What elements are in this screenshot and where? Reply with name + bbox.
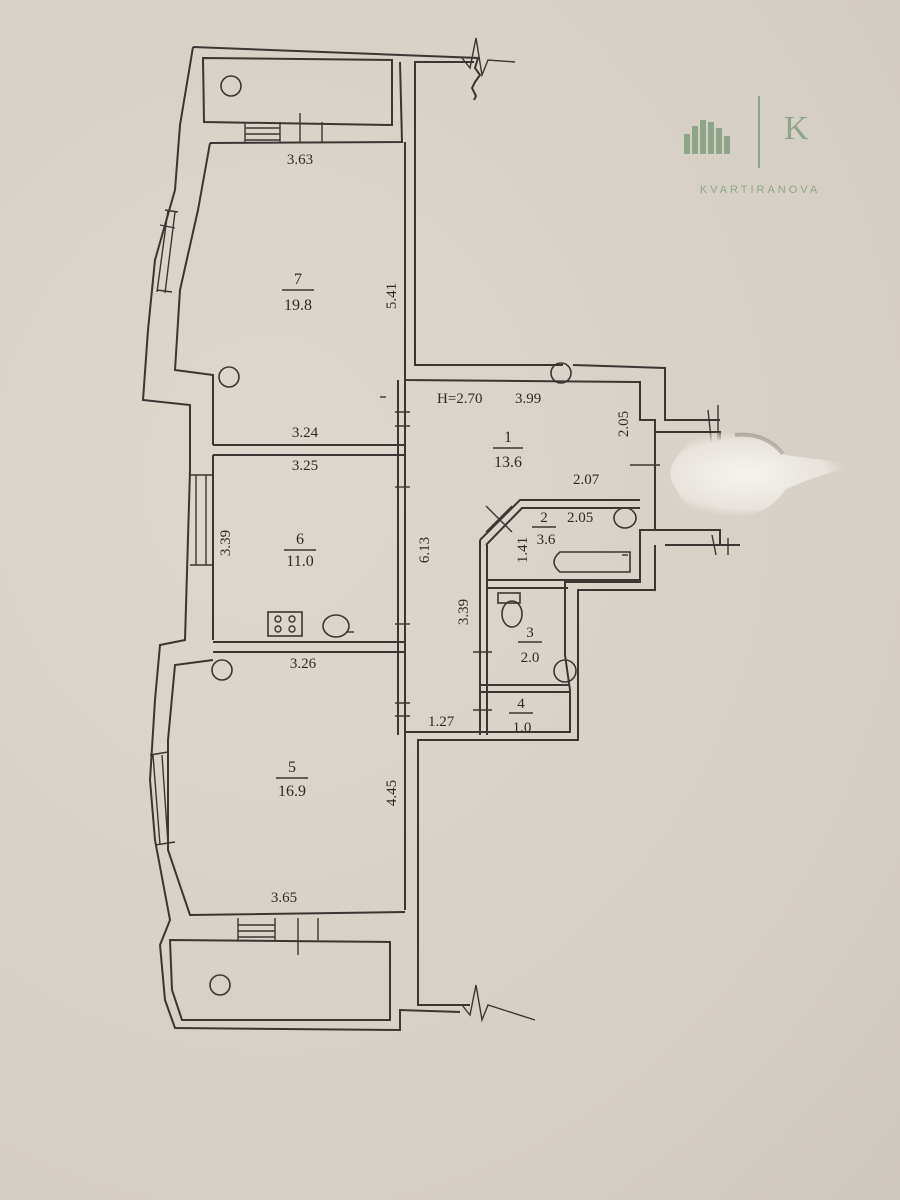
dim-5-41: 5.41 [384,283,400,309]
dim-2-05-lower: 2.05 [567,510,593,526]
stove-icon [267,611,303,637]
room-3-number: 3 [526,625,534,641]
room-6-area: 11.0 [286,553,313,570]
riser-hall [550,362,572,384]
dim-1-41: 1.41 [515,537,531,563]
dim-3-25: 3.25 [292,458,318,474]
room-7-area: 19.8 [284,297,312,314]
room-1-number: 1 [504,429,512,446]
cotton-tuft [670,432,860,516]
logo-wordmark: KVARTIRANOVA [699,184,821,196]
room-6-number: 6 [296,531,304,548]
room-labels: 7 19.8 6 11.0 5 16.9 1 13.6 2 3.6 3 2.0 … [276,271,556,800]
room-4-number: 4 [517,696,525,712]
dim-3-99: 3.99 [515,391,541,407]
dim-3-24: 3.24 [292,425,319,441]
door-marks [395,37,729,1023]
riser-wc [553,659,577,683]
room-2-area: 3.6 [537,532,556,548]
dim-3-26: 3.26 [290,656,317,672]
room-7-number: 7 [294,271,302,288]
dim-3-65: 3.65 [271,890,297,906]
logo-monogram: K [784,110,809,147]
building-logo-icon [684,120,730,154]
riser-room-5 [211,659,233,681]
room-2-number: 2 [540,510,548,526]
windows [149,113,323,955]
toilet-icon [501,600,523,628]
balcony-drain-bottom [209,974,231,996]
room-1-area: 13.6 [494,454,522,471]
dim-3-39-left: 3.39 [218,530,234,556]
outer-walls [141,46,740,1032]
dim-2-05-upper: 2.05 [616,411,632,437]
ceiling-height: H=2.70 [437,391,483,407]
dim-4-45: 4.45 [384,780,400,806]
logo-divider [758,96,760,168]
brand-logo: K KVARTIRANOVA [670,96,860,206]
bathtub-icon [553,551,631,573]
room-3-area: 2.0 [521,650,540,666]
balcony-drain-top [220,75,242,97]
dim-2-07: 2.07 [573,472,600,488]
kitchen-sink-icon [322,614,350,638]
riser-room-7 [218,366,240,388]
dim-3-63: 3.63 [287,152,313,168]
dim-1-27: 1.27 [428,714,455,730]
dim-3-39-right: 3.39 [456,599,472,625]
room-5-area: 16.9 [278,783,306,800]
toilet-tank-icon [497,592,521,604]
room-4-area: 1.0 [513,720,532,736]
dim-6-13: 6.13 [417,537,433,563]
fixtures [209,75,637,996]
dimension-labels: 3.63 5.41 3.24 3.25 3.39 6.13 3.26 4.45 … [218,152,632,906]
bathroom-sink-icon [613,507,637,529]
room-5-number: 5 [288,759,296,776]
interior-walls [213,380,640,735]
